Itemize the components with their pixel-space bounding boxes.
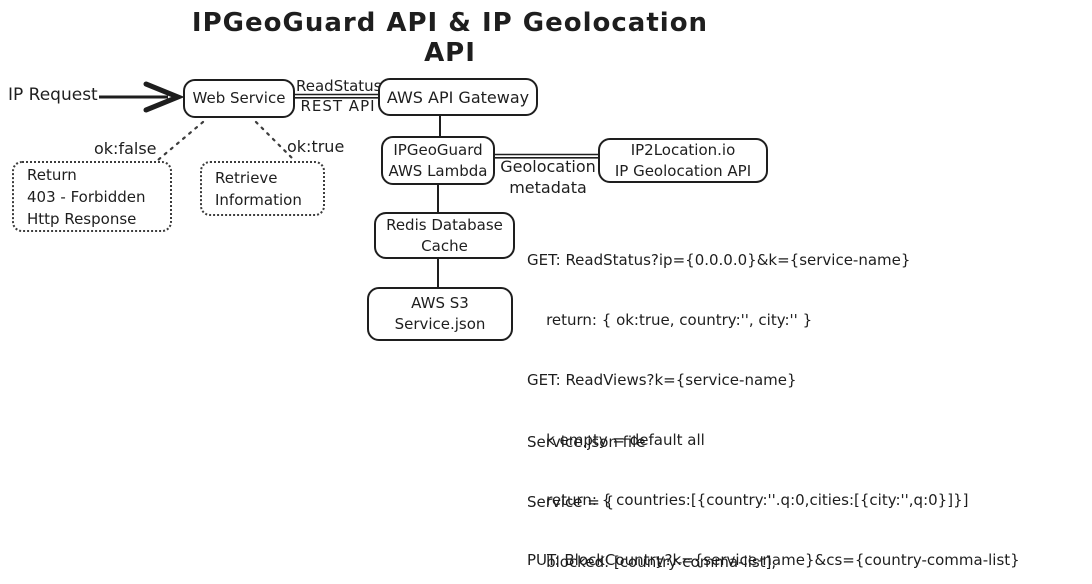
node-web-service: Web Service	[183, 79, 295, 118]
node-return-403-forbidden: Return 403 - Forbidden Http Response	[12, 161, 172, 232]
node-ip2location-line1: IP2Location.io	[630, 140, 736, 159]
node-web-service-label: Web Service	[192, 89, 286, 107]
api-line: return: { countries:[{country:''.q:0,cit…	[527, 491, 969, 509]
ip-request-label: IP Request	[8, 85, 98, 105]
geolocation-label-line2: metadata	[509, 178, 587, 197]
api-line: PUT: BlockCountry?k={service-name}&cs={c…	[527, 551, 1020, 569]
api-line: return: { ok:true, country:'', city:'' }	[527, 311, 813, 329]
node-redis-cache-line2: Cache	[421, 236, 468, 255]
geolocation-metadata-edge-label: Geolocation metadata	[497, 156, 599, 198]
geolocation-label-line1: Geolocation	[500, 157, 596, 176]
service-json-line: Service = {	[527, 493, 615, 511]
node-redis-cache-line1: Redis Database	[386, 215, 503, 234]
node-aws-s3: AWS S3 Service.json	[367, 287, 513, 341]
connector-lambda-ip2location	[495, 153, 598, 159]
diagram-title: IPGeoGuard API & IP Geolocation API	[191, 8, 709, 68]
node-ip2location: IP2Location.io IP Geolocation API	[598, 138, 768, 183]
ok-false-edge-label: ok:false	[94, 139, 157, 158]
node-retrieve-information-line1: Retrieve	[215, 168, 278, 187]
node-aws-s3-line1: AWS S3	[411, 294, 469, 312]
service-json-annotation: Service.json file Service = { blocked: […	[527, 392, 965, 584]
api-line: k empty = default all	[527, 431, 705, 449]
node-return-403-line2: 403 - Forbidden	[27, 187, 146, 206]
service-json-line: blocked: [country-comma-list],	[527, 553, 777, 571]
node-ipgeoguard-lambda-line1: IPGeoGuard	[393, 140, 483, 159]
node-aws-api-gateway-label: AWS API Gateway	[386, 87, 530, 107]
readstatus-edge-label: ReadStatus	[296, 77, 382, 95]
api-line: GET: ReadViews?k={service-name}	[527, 371, 797, 389]
connector-webservice-retrieve-dotted	[254, 120, 294, 160]
node-redis-cache: Redis Database Cache	[374, 212, 515, 259]
node-ipgeoguard-lambda-line2: AWS Lambda	[388, 161, 488, 180]
node-ip2location-line2: IP Geolocation API	[614, 161, 752, 180]
service-json-line: Service.json file	[527, 433, 646, 451]
node-return-403-line3: Http Response	[27, 209, 137, 228]
node-retrieve-information-line2: Information	[215, 190, 302, 209]
ok-true-edge-label: ok:true	[287, 137, 345, 156]
connector-webservice-gateway	[295, 93, 378, 99]
node-aws-api-gateway: AWS API Gateway	[378, 78, 538, 116]
api-endpoints-annotation: GET: ReadStatus?ip={0.0.0.0}&k={service-…	[527, 210, 1079, 584]
node-retrieve-information: Retrieve Information	[200, 161, 325, 216]
api-line: GET: ReadStatus?ip={0.0.0.0}&k={service-…	[527, 251, 911, 269]
node-ipgeoguard-lambda: IPGeoGuard AWS Lambda	[381, 136, 495, 185]
rest-api-edge-label: REST API	[300, 97, 376, 115]
node-aws-s3-line2: Service.json	[394, 315, 486, 333]
connector-webservice-return403-dotted	[156, 120, 205, 162]
ip-request-arrow	[99, 81, 185, 113]
node-return-403-line1: Return	[27, 165, 77, 184]
